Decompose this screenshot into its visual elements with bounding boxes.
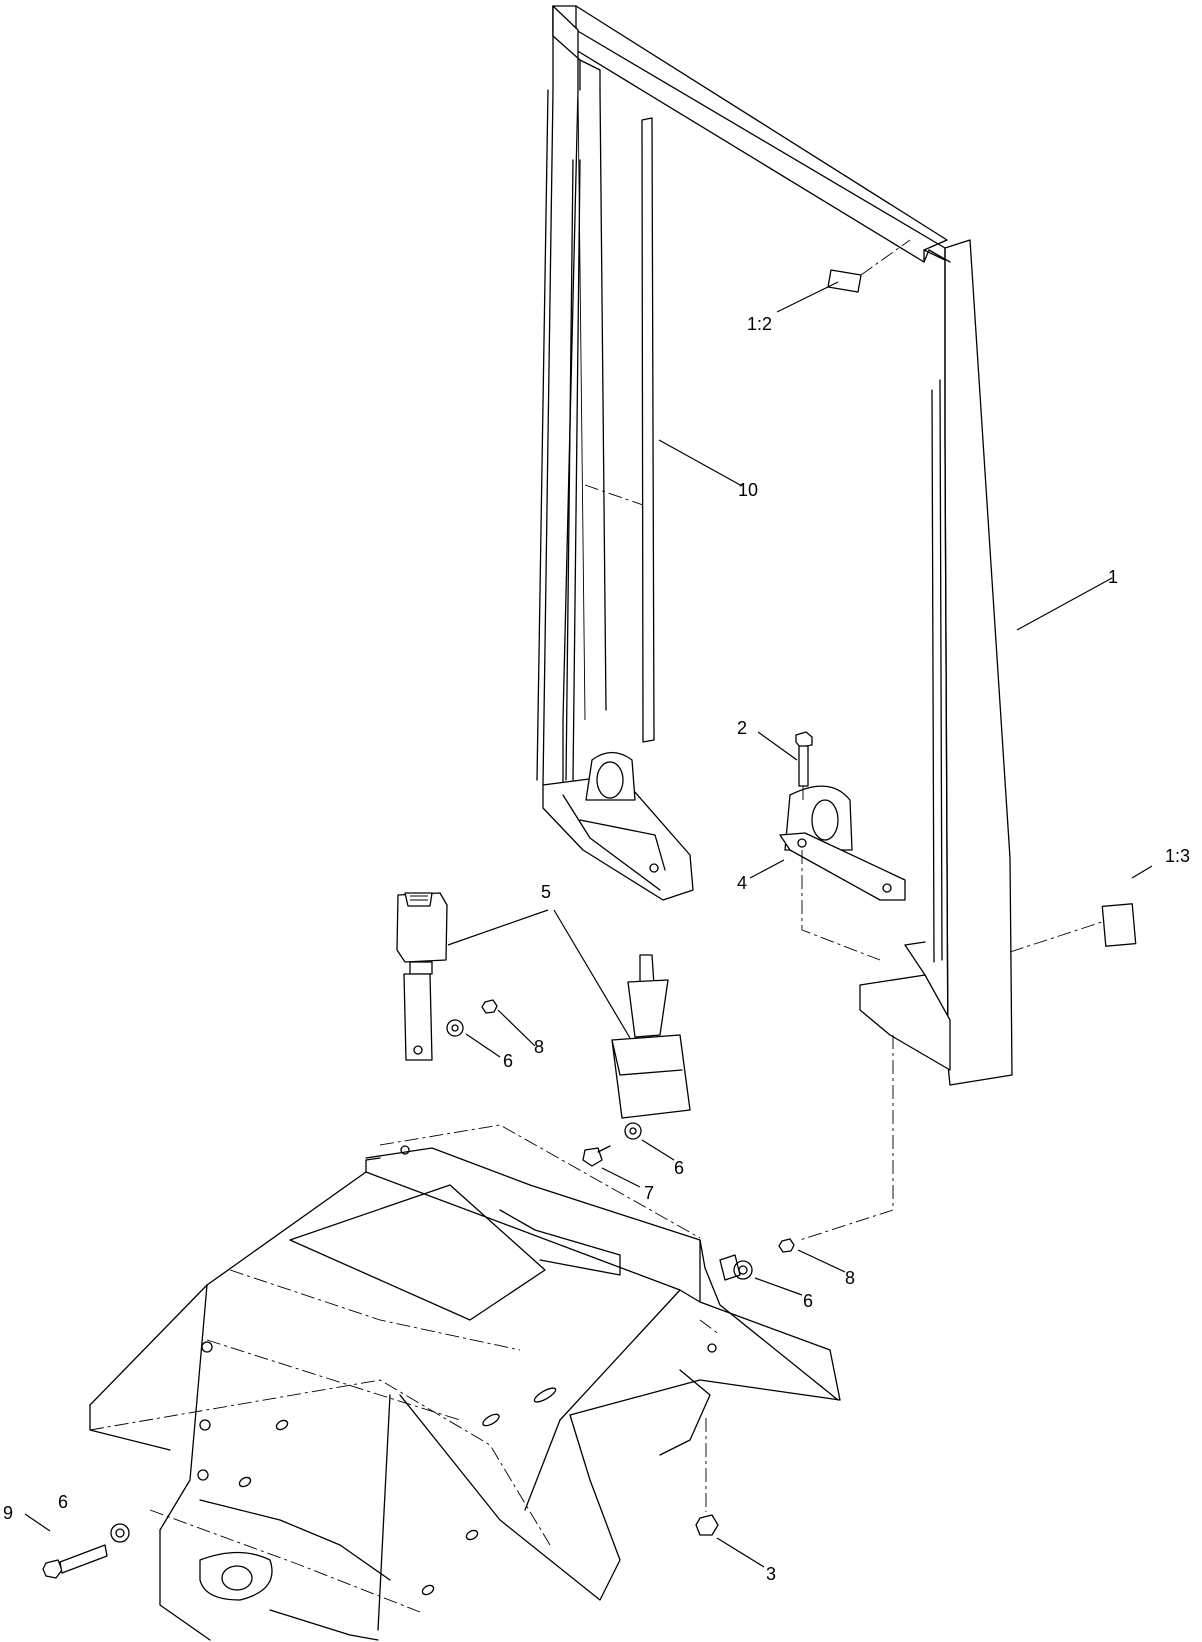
callout-1-3: 1:3 [1165,846,1190,866]
decal [1101,903,1137,947]
callout-1: 1 [1108,567,1118,587]
callout-labels: 1 1:2 1:3 2 3 4 5 6 6 6 6 7 8 8 9 10 [3,314,1190,1584]
callout-7: 7 [644,1183,654,1203]
roll-bar-frame [536,5,1013,1086]
callout-5: 5 [541,882,551,902]
callout-6-buckle: 6 [503,1051,513,1071]
leader-lines [24,281,1153,1568]
seat-belt-buckle [396,892,498,1061]
callout-10: 10 [738,480,758,500]
callout-6-right: 6 [803,1291,813,1311]
callout-8-right: 8 [845,1268,855,1288]
callout-6-left: 6 [58,1492,68,1512]
seat-belt-retractor [582,954,691,1167]
callout-3: 3 [766,1564,776,1584]
pivot-bracket [779,785,906,961]
callout-8-buckle: 8 [534,1037,544,1057]
callout-9: 9 [3,1503,13,1523]
callout-6-retractor: 6 [674,1158,684,1178]
callout-4: 4 [737,873,747,893]
callout-2: 2 [737,718,747,738]
chassis-frame [42,1035,894,1641]
bolt [795,731,813,800]
callout-1-2: 1:2 [747,314,772,334]
